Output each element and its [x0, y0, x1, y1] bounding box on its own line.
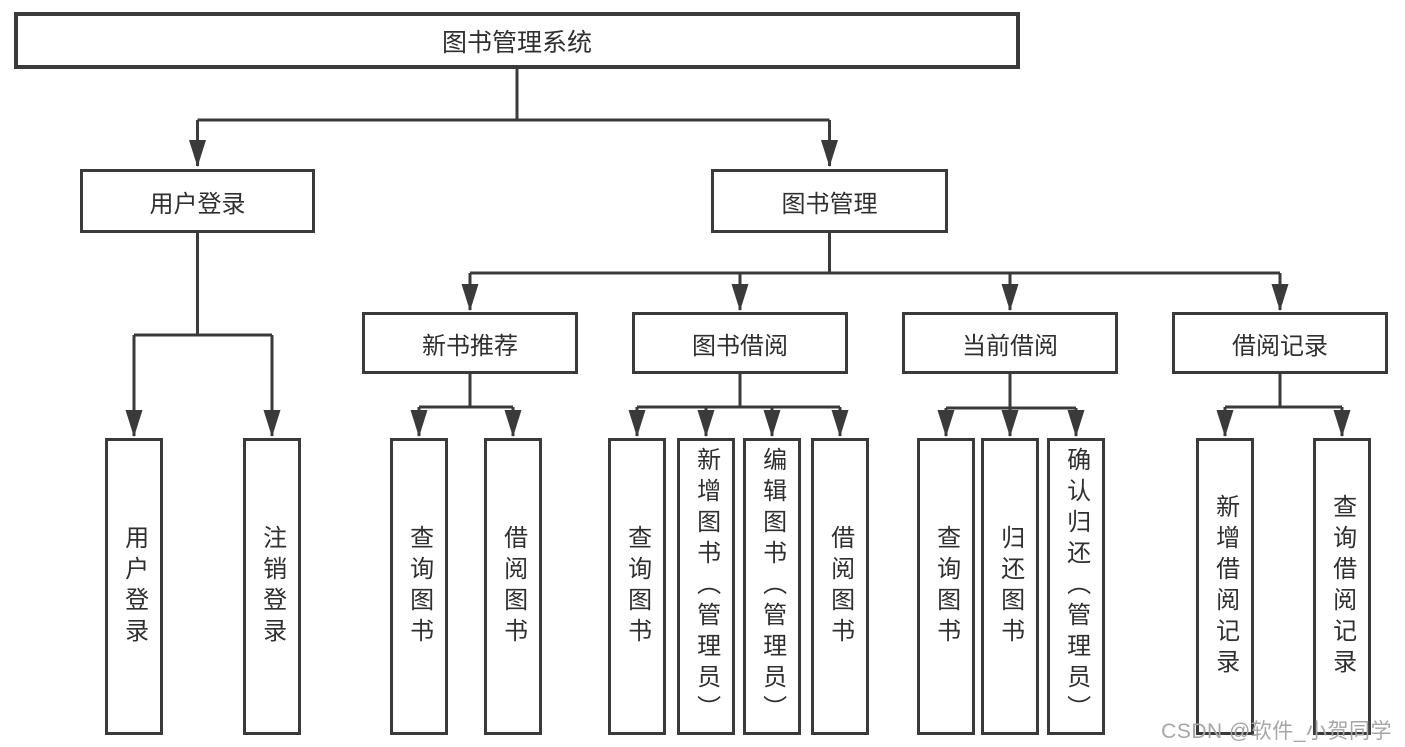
leaf-records-query-label: 查询借阅记录: [1328, 493, 1356, 680]
arrowhead: [821, 140, 838, 167]
node-new-books: 新书推荐: [362, 312, 578, 374]
arrowhead: [1067, 410, 1085, 437]
node-borrow-records-label: 借阅记录: [1232, 332, 1328, 360]
node-root: 图书管理系统: [14, 12, 1020, 69]
edge-new-books-children: [417, 374, 515, 436]
leaf-newbooks-query: 查询图书: [390, 438, 448, 735]
leaf-records-add-label: 新增借阅记录: [1211, 493, 1239, 680]
leaf-borrow-edit-admin: 编辑图书（管理员）: [743, 438, 801, 735]
leaf-current-query-label: 查询图书: [932, 524, 960, 649]
arrowhead: [410, 410, 428, 437]
arrowhead: [1333, 410, 1351, 437]
leaf-borrow-query: 查询图书: [608, 438, 666, 735]
arrowhead: [189, 140, 206, 167]
arrowhead: [504, 410, 522, 437]
node-book-mgmt-label: 图书管理: [781, 190, 878, 218]
arrowhead: [731, 284, 749, 311]
edge-user-login-children: [132, 233, 274, 436]
arrowhead: [263, 410, 281, 437]
leaf-current-return-label: 归还图书: [996, 524, 1024, 649]
node-new-books-label: 新书推荐: [422, 332, 518, 360]
edge-book-mgmt-to-level3: [468, 233, 1282, 310]
leaf-logout-label: 注销登录: [258, 524, 286, 649]
leaf-borrow-book: 借阅图书: [811, 438, 869, 735]
csdn-watermark: CSDN @软件_小贺同学: [1161, 720, 1392, 743]
node-current-borrow-label: 当前借阅: [962, 332, 1058, 360]
edge-borrow-records-children: [1223, 374, 1344, 436]
node-user-login-label: 用户登录: [149, 190, 246, 218]
arrowhead: [763, 410, 781, 437]
node-user-login: 用户登录: [80, 169, 315, 233]
leaf-user-login-label: 用户登录: [120, 524, 148, 649]
leaf-newbooks-query-label: 查询图书: [405, 524, 433, 649]
leaf-records-add: 新增借阅记录: [1196, 438, 1254, 735]
leaf-borrow-add-admin-label: 新增图书（管理员）: [692, 447, 720, 726]
leaf-current-confirm-admin-label: 确认归还（管理员）: [1062, 447, 1090, 726]
edge-current-borrow-children: [944, 374, 1078, 436]
leaf-current-return: 归还图书: [981, 438, 1039, 735]
leaf-user-login: 用户登录: [105, 438, 163, 735]
arrowhead: [1216, 410, 1234, 437]
edge-root-to-level2: [196, 69, 831, 166]
arrowhead: [1001, 284, 1019, 311]
arrowhead: [697, 410, 715, 437]
node-root-label: 图书管理系统: [441, 28, 592, 57]
leaf-borrow-book-label: 借阅图书: [826, 524, 854, 649]
arrowhead: [831, 410, 849, 437]
node-borrow-records: 借阅记录: [1172, 312, 1388, 374]
node-book-borrow: 图书借阅: [632, 312, 848, 374]
arrowhead: [628, 410, 646, 437]
arrowhead: [125, 410, 143, 437]
leaf-logout: 注销登录: [243, 438, 301, 735]
leaf-newbooks-borrow: 借阅图书: [484, 438, 542, 735]
leaf-borrow-add-admin: 新增图书（管理员）: [677, 438, 735, 735]
arrowhead: [1001, 410, 1019, 437]
node-book-mgmt: 图书管理: [711, 169, 948, 233]
leaf-records-query: 查询借阅记录: [1313, 438, 1371, 735]
leaf-borrow-edit-admin-label: 编辑图书（管理员）: [758, 447, 786, 726]
leaf-current-confirm-admin: 确认归还（管理员）: [1047, 438, 1105, 735]
arrowhead: [1271, 284, 1289, 311]
leaf-borrow-query-label: 查询图书: [623, 524, 651, 649]
node-book-borrow-label: 图书借阅: [692, 332, 788, 360]
edge-book-borrow-children: [635, 374, 842, 436]
leaf-current-query: 查询图书: [917, 438, 975, 735]
arrowhead: [937, 410, 955, 437]
node-current-borrow: 当前借阅: [902, 312, 1118, 374]
arrowhead: [461, 284, 479, 311]
leaf-newbooks-borrow-label: 借阅图书: [499, 524, 527, 649]
